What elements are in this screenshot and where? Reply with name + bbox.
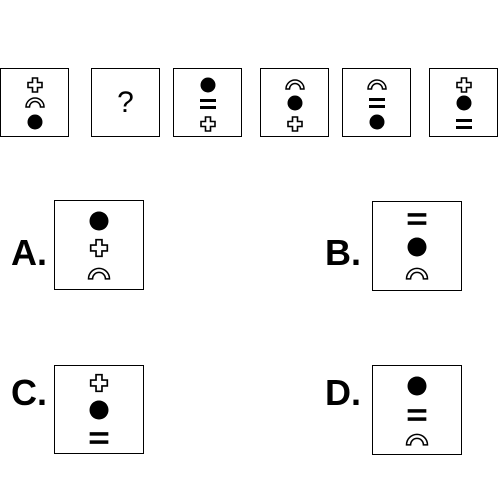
arch-icon [284, 78, 305, 90]
dot-icon [89, 400, 109, 420]
dot-icon [287, 95, 302, 111]
sequence-cell-4 [260, 68, 329, 137]
option-b-label: B. [325, 232, 361, 273]
option-a[interactable] [54, 200, 144, 290]
dot-icon [407, 376, 427, 396]
cross-icon [89, 238, 109, 258]
equals-icon [407, 408, 427, 422]
dot-icon [200, 77, 215, 93]
option-d-label: D. [325, 372, 361, 413]
equals-icon [455, 118, 472, 130]
dot-icon [407, 237, 427, 257]
arch-icon [405, 432, 430, 446]
option-a-label: A. [11, 232, 47, 273]
cross-icon [286, 116, 303, 132]
equals-icon [368, 97, 385, 109]
arch-icon [87, 266, 112, 280]
dot-icon [89, 211, 109, 231]
cross-icon [199, 116, 216, 132]
sequence-cell-6 [429, 68, 498, 137]
sequence-cell-5 [342, 68, 411, 137]
cross-icon [26, 77, 43, 93]
dot-icon [369, 114, 384, 130]
equals-icon [407, 212, 427, 226]
sequence-cell-1 [0, 68, 69, 137]
sequence-cell-2: ? [91, 68, 160, 137]
equals-icon [199, 98, 216, 110]
question-mark: ? [117, 85, 134, 119]
sequence-cell-3 [173, 68, 242, 137]
option-c[interactable] [54, 365, 144, 454]
option-b[interactable] [372, 201, 462, 291]
arch-icon [405, 266, 430, 280]
dot-icon [27, 114, 42, 130]
cross-icon [455, 77, 472, 93]
dot-icon [456, 95, 471, 111]
option-d[interactable] [372, 365, 462, 455]
option-c-label: C. [11, 372, 47, 413]
equals-icon [89, 431, 109, 445]
cross-icon [89, 373, 109, 393]
arch-icon [24, 96, 45, 108]
arch-icon [366, 78, 387, 90]
